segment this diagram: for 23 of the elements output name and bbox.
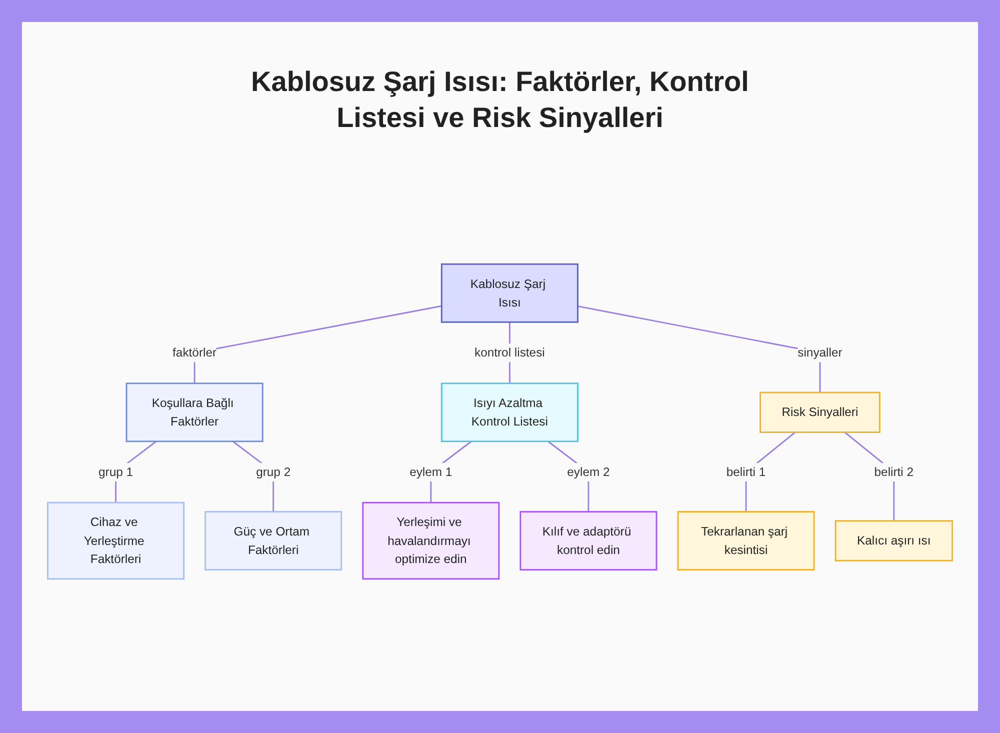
title: Kablosuz Şarj Isısı: Faktörler, Kontrol Listesi ve Risk Sinyalleri [250, 65, 750, 135]
node-box [126, 382, 264, 442]
edge-label: kontrol listesi [474, 346, 545, 360]
node-box [520, 511, 658, 570]
edge-label: belirti 1 [726, 465, 766, 479]
connector [578, 306, 821, 392]
node-box [204, 511, 342, 570]
edge-label: eylem 1 [410, 465, 452, 479]
node-box [440, 263, 578, 323]
edge-label: sinyaller [798, 346, 842, 360]
edge-label: eylem 2 [567, 465, 610, 479]
node-box [440, 382, 578, 442]
edge-label: grup 2 [256, 465, 291, 479]
node-box [834, 520, 953, 562]
card-background: Kablosuz Şarj Isısı: Faktörler, Kontrol Listesi ve Risk Sinyalleri faktörler kontrol listesi sinyaller grup 1 grup 2 eylem 1 eylem 2 belirti 1 belirti 2 Kablosuz Şarj Isısı Koşullara Bağlı Faktörler Isıyı Azaltma Kontrol Listesi Risk Sinyalleri Cihaz ve Yerleştirme Faktörleri Güç ve Ortam Faktörleri Yerleşimi ve havalandırmayı optimize edin Kılıf ve adaptörü kontrol edin Tekrarlanan şarj kesintisi Kalıcı aşırı ısı [22, 22, 978, 711]
edge-label: faktörler [172, 346, 217, 360]
connector [194, 305, 442, 384]
node-box [760, 392, 880, 433]
node-box [362, 502, 500, 580]
node-box [677, 511, 815, 570]
edge-label: grup 1 [98, 465, 134, 479]
edge-label: belirti 2 [874, 465, 914, 479]
node-box [47, 502, 185, 580]
